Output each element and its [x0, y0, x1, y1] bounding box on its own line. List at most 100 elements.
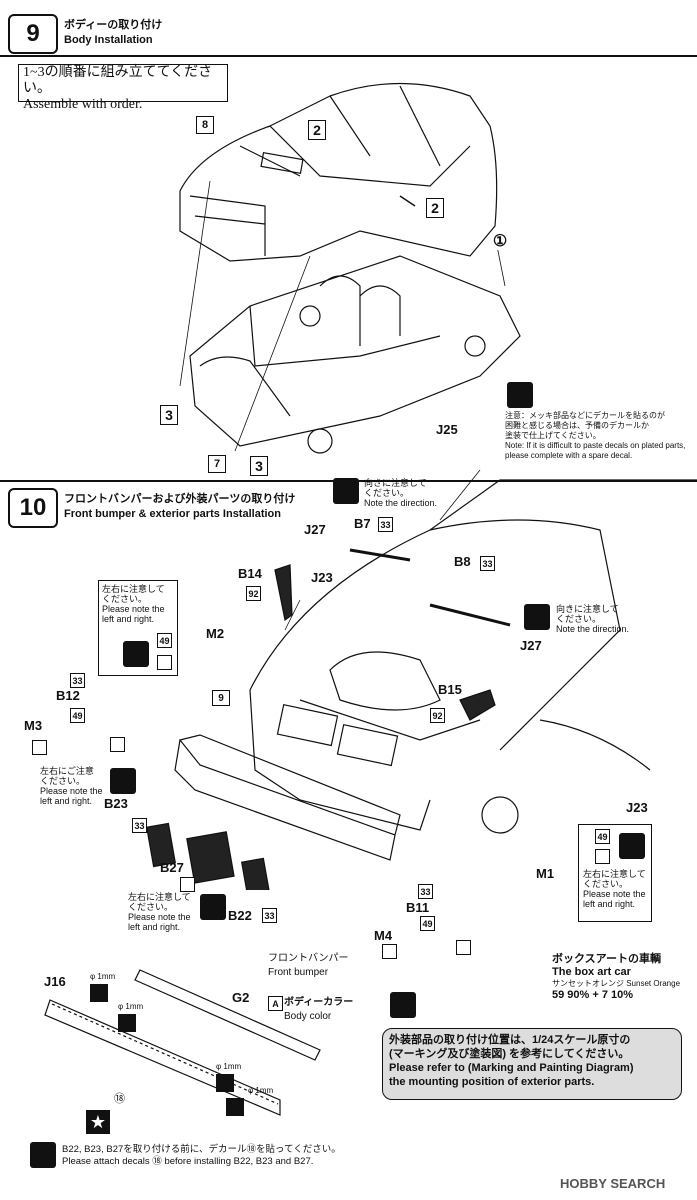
- drill-icon-4: [226, 1098, 244, 1116]
- drill-icon-3: [216, 1074, 234, 1092]
- plated-note: 注意：メッキ部品などにデカールを貼るのが 困難と感じる場合は、予備のデカールか …: [505, 411, 685, 461]
- decal-18-label: ⑱: [114, 1093, 125, 1105]
- lr-left-jp: 左右に注意して: [102, 584, 165, 594]
- step-3b-label: 3: [250, 456, 268, 476]
- phi-3: φ 1mm: [216, 1062, 242, 1071]
- plated-note-en2: please complete with a spare decal.: [505, 451, 633, 460]
- paint-8-B11: 8: [456, 940, 471, 955]
- lr-right-en2: left and right.: [583, 899, 636, 909]
- plated-note-jp2: 困難と感じる場合は、予備のデカールか: [505, 421, 649, 430]
- lr-b23-jp2: ください。: [40, 776, 86, 786]
- lr-left-en2: left and right.: [102, 614, 155, 624]
- lr-note-box-right: 49 8 左右に注意して ください。 Please note the left …: [578, 824, 652, 922]
- direction-top-en: Note the direction.: [364, 498, 438, 508]
- refer-en2: the mounting position of exterior parts.: [389, 1076, 595, 1088]
- paint-33-B8: 33: [480, 556, 495, 571]
- step-9-number: 9: [8, 14, 58, 54]
- lr-b22-jp2: ください。: [128, 902, 174, 912]
- watermark: HOBBY SEARCH: [560, 1176, 666, 1191]
- refer-jp1: 外装部品の取り付け位置は、1/24スケール原寸の: [389, 1034, 631, 1046]
- phi-4: φ 1mm: [248, 1086, 274, 1095]
- lr-note-b23: 左右にご注意 ください。 Please note the left and ri…: [40, 766, 103, 806]
- boxart-mix: 59 90% + 7 10%: [552, 989, 634, 1001]
- refer-jp2: (マーキング及び塗装図) を参考にしてください。: [389, 1048, 630, 1060]
- instruction-en: Assemble with order.: [23, 97, 143, 112]
- part-label-J23-top: J23: [311, 570, 333, 585]
- lr-b22-en1: Please note the: [128, 912, 191, 922]
- refer-box: 外装部品の取り付け位置は、1/24スケール原寸の (マーキング及び塗装図) を参…: [382, 1028, 682, 1100]
- bodycolor-en: Body color: [284, 1011, 332, 1022]
- paint-92-B15: 92: [430, 708, 445, 723]
- part-label-B7: B7: [354, 516, 371, 531]
- lr-left-paint-49: 49: [157, 633, 172, 648]
- direction-right-jp2: ください。: [556, 614, 602, 624]
- drill-icon-1: [90, 984, 108, 1002]
- lr-note-box-left: 左右に注意して ください。 Please note the left and r…: [98, 580, 178, 676]
- part-label-J23-right: J23: [626, 800, 648, 815]
- step9-illustration: [179, 82, 521, 454]
- plated-note-jp1: 注意：メッキ部品などにデカールを貼るのが: [505, 411, 665, 420]
- lr-left-paint-8: 8: [157, 655, 172, 670]
- refer-icon: [390, 992, 416, 1018]
- step-10-title-en: Front bumper & exterior parts Installati…: [64, 508, 281, 520]
- bumper-title-en: Front bumper: [268, 967, 329, 978]
- lr-b22-jp: 左右に注意して: [128, 892, 191, 902]
- part-label-J25: J25: [436, 422, 458, 437]
- lr-b23-en1: Please note the: [40, 786, 103, 796]
- lr-right-paint-49: 49: [595, 829, 610, 844]
- part-label-J27-top: J27: [304, 522, 326, 537]
- lr-left-jp2: ください。: [102, 594, 148, 604]
- step-2b-label: 2: [426, 198, 444, 218]
- step-3a-label: 3: [160, 405, 178, 425]
- paint-33-B7: 33: [378, 517, 393, 532]
- instruction-jp: 1~3の順番に組み立ててください。: [23, 65, 213, 96]
- bumper-title-jp: フロントバンパー: [268, 953, 349, 964]
- paint-49-M4: 49: [420, 916, 435, 931]
- lr-left-en1: Please note the: [102, 604, 165, 614]
- paint-33-B12: 33: [70, 673, 85, 688]
- drill-icon-2: [118, 1014, 136, 1032]
- step10-illustration: [145, 470, 697, 890]
- bumper-drawing: [44, 969, 321, 1116]
- refer-en1: Please refer to (Marking and Painting Di…: [389, 1062, 634, 1074]
- part-label-B22: B22: [228, 908, 252, 923]
- phi-1: φ 1mm: [90, 972, 116, 981]
- bumper-detail-frame: [20, 948, 360, 949]
- part-label-B11: B11: [406, 900, 430, 915]
- paint-49-M3: 49: [70, 708, 85, 723]
- paint-8-B12: 8: [110, 737, 125, 752]
- paint-33-B22: 33: [262, 908, 277, 923]
- body-9-label: 9: [212, 690, 230, 706]
- paint-8-M4: 8: [382, 944, 397, 959]
- part-label-B15: B15: [438, 682, 462, 697]
- lr-right-jp: 左右に注意して: [583, 869, 646, 879]
- lr-b23-jp: 左右にご注意: [40, 766, 94, 776]
- step-9-title-en: Body Installation: [64, 34, 153, 46]
- step-1-label: ①: [492, 232, 508, 250]
- direction-top-jp: 向きに注意して: [364, 478, 427, 488]
- bodycolor-A: A: [268, 996, 283, 1011]
- paint-2-B27: 2: [180, 877, 195, 892]
- step-10-number: 10: [8, 488, 58, 528]
- star-icon: ★: [86, 1110, 110, 1134]
- assemble-order-box: 1~3の順番に組み立ててください。 Assemble with order.: [18, 64, 228, 112]
- part-label-M4: M4: [374, 928, 393, 943]
- attach-note-jp: B22, B23, B27を取り付ける前に、デカール⑱を貼ってください。: [62, 1144, 341, 1155]
- part-label-B8: B8: [454, 554, 471, 569]
- step-2a-label: 2: [308, 120, 326, 140]
- lr-right-jp2: ください。: [583, 879, 629, 889]
- part-label-J16: J16: [44, 974, 66, 989]
- lr-right-icon: [619, 833, 645, 859]
- lr-right-en1: Please note the: [583, 889, 646, 899]
- plated-note-jp3: 塗装で仕上げてください。: [505, 431, 601, 440]
- lr-left-icon: [123, 641, 149, 667]
- paint-92-B14: 92: [246, 586, 261, 601]
- part-label-J27-right: J27: [520, 638, 542, 653]
- lr-b22-icon: [200, 894, 226, 920]
- attach-note-en: Please attach decals ⑱ before installing…: [62, 1156, 314, 1167]
- lr-b22-en2: left and right.: [128, 922, 181, 932]
- phi-2: φ 1mm: [118, 1002, 144, 1011]
- part-8-body-label: 8: [196, 116, 214, 134]
- paint-33-B23: 33: [132, 818, 147, 833]
- attach-decal-icon: [30, 1142, 56, 1168]
